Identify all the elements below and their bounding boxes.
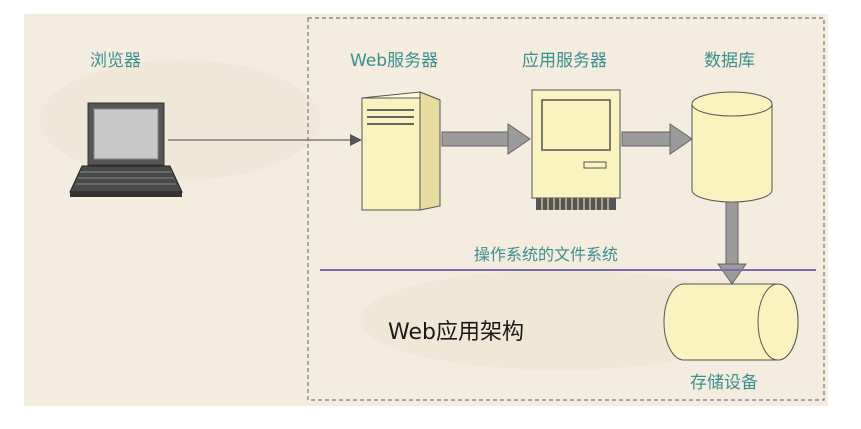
server-side-boundary [307,17,825,401]
storage-device-icon [663,283,799,361]
laptop-icon [69,102,183,197]
database-label: 数据库 [704,51,755,71]
app-server-icon [531,89,621,210]
database-icon [691,91,773,203]
web-server-label: Web服务器 [350,51,439,71]
filesystem-label: 操作系统的文件系统 [474,245,619,264]
webserver-to-appserver-arrow [441,123,531,155]
browser-to-webserver-arrow [168,134,362,146]
diagram-title: Web应用架构 [388,320,524,345]
appserver-to-database-arrow [621,123,693,155]
storage-label: 存储设备 [690,373,758,393]
browser-label: 浏览器 [90,51,141,71]
texture-blob [360,270,760,370]
texture-blob [40,60,320,180]
web-server-icon [361,91,441,211]
app-server-label: 应用服务器 [522,51,607,71]
